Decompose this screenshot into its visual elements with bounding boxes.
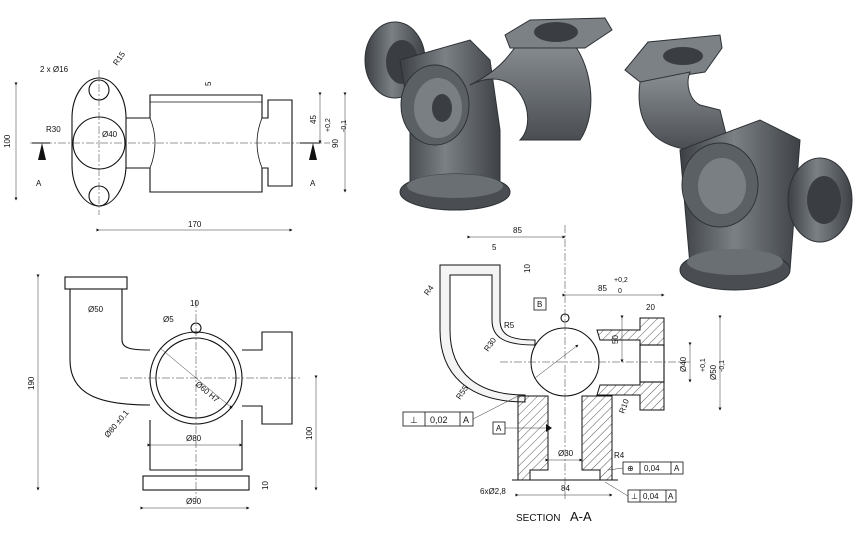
section-label-left: A xyxy=(36,179,42,188)
dim-r5-text: R5 xyxy=(504,321,515,330)
svg-text:0,04: 0,04 xyxy=(643,492,659,501)
lower-wall-left xyxy=(517,395,549,481)
datum-a-triangle xyxy=(546,424,552,432)
section-view: 85 5 10 85 +0,2 0 20 R4 R5 R30 R55 50 Ø4… xyxy=(402,225,726,524)
dim-85-right-text: 85 xyxy=(598,284,607,293)
render-right-port-inner xyxy=(698,158,746,214)
dim-d50s-minus: -0,1 xyxy=(719,360,726,372)
dim-r30-text: R30 xyxy=(482,336,498,354)
dim-100-text: 100 xyxy=(3,134,12,148)
front-view: 190 100 Ø90 Ø80 Ø50 Ø5 10 Ø60 H7 Ø80 ±0,… xyxy=(27,274,318,510)
dim-r30-text: R30 xyxy=(46,125,61,134)
elbow-inner xyxy=(121,289,151,351)
dim-90-tol-plus: +0,2 xyxy=(325,118,332,132)
dim-d60-text: Ø60 H7 xyxy=(194,380,221,405)
section-arrow-left xyxy=(38,143,46,160)
section-arrow-right xyxy=(309,143,317,160)
dim-r15-text: R15 xyxy=(111,50,127,68)
svg-text:A: A xyxy=(668,492,674,501)
dim-d50-text: Ø50 xyxy=(88,305,104,314)
fcf-position-004: ⊕ 0,04 A xyxy=(607,461,684,475)
render-isometric-left xyxy=(364,17,613,211)
dim-r4-bottom-text: R4 xyxy=(614,451,625,460)
dim-holes-text: 2 x Ø16 xyxy=(40,65,69,74)
dim-85-tol-zero: 0 xyxy=(618,288,622,295)
dim-d80-text: Ø80 xyxy=(186,434,202,443)
dim-r4-top-text: R4 xyxy=(422,283,436,297)
render-isometric-right xyxy=(624,34,853,291)
render-left-elbow xyxy=(469,39,592,141)
dim-10s-text: 10 xyxy=(523,264,532,273)
dim-50s-text: 50 xyxy=(611,335,620,344)
fcf-perpendicularity-004: ⊥ 0,04 A xyxy=(604,481,677,503)
right-pipe-wall-top xyxy=(596,317,665,346)
body-outline xyxy=(126,94,293,193)
dim-r10-text: R10 xyxy=(617,397,631,414)
render-right-top-bore xyxy=(663,47,703,65)
elbow-outer xyxy=(69,289,151,406)
svg-text:0,04: 0,04 xyxy=(644,464,660,473)
dim-5-text: 5 xyxy=(204,81,213,86)
svg-text:A: A xyxy=(674,464,680,473)
svg-text:A: A xyxy=(463,415,469,425)
datum-b-box xyxy=(533,297,547,311)
section-title-letter: A-A xyxy=(570,509,592,524)
render-right-side-bore xyxy=(807,176,841,224)
svg-text:⊥: ⊥ xyxy=(410,415,418,425)
svg-text:⊕: ⊕ xyxy=(627,464,634,473)
dim-100f-text: 100 xyxy=(305,426,314,440)
elbow-wall-outer xyxy=(439,264,536,403)
render-top-flange-bore xyxy=(534,22,578,42)
section-label-right: A xyxy=(310,179,316,188)
section-small-hole xyxy=(560,313,570,323)
d60-leader xyxy=(159,347,233,409)
top-view: A A 100 170 2 x Ø16 R15 R30 Ø40 5 45 90 … xyxy=(3,50,348,232)
dim-d90-text: Ø90 xyxy=(186,497,202,506)
svg-text:⊥: ⊥ xyxy=(631,492,638,501)
fcf-perpendicularity-002: ⊥ 0,02 A xyxy=(402,394,521,427)
dim-85-tol-plus: +0,2 xyxy=(614,277,628,284)
dim-d40-text: Ø40 xyxy=(102,130,118,139)
render-front-port-hole xyxy=(432,94,452,122)
flange-plate xyxy=(71,77,127,207)
right-pipe-bore xyxy=(639,344,665,383)
render-right-base-top xyxy=(687,249,783,275)
elbow-flange-top xyxy=(64,276,128,290)
dim-190-text: 190 xyxy=(27,376,36,390)
dim-10-text: 10 xyxy=(190,299,199,308)
dim-10f-text: 10 xyxy=(261,481,270,490)
dim-d30-text: Ø30 xyxy=(558,449,574,458)
section-title: SECTION xyxy=(516,513,560,524)
sphere-leader xyxy=(534,344,579,379)
svg-text:0,02: 0,02 xyxy=(430,415,448,425)
dim-d5-text: Ø5 xyxy=(163,315,174,324)
dim-90-tol-minus: -0,1 xyxy=(341,120,348,132)
dim-84-text: 84 xyxy=(561,484,570,493)
dim-d50s-text: Ø50 xyxy=(709,364,718,380)
body-curve-left xyxy=(149,117,156,169)
dim-d50s-plus: +0,1 xyxy=(700,358,707,372)
datum-b-label: B xyxy=(537,300,542,309)
dim-170-text: 170 xyxy=(188,220,202,229)
dim-d40s-text: Ø40 xyxy=(679,356,688,372)
lower-wall-right xyxy=(581,395,613,481)
dim-45-text: 45 xyxy=(309,115,318,124)
render-left-base-top xyxy=(407,174,503,198)
dim-holes6-text: 6xØ2,8 xyxy=(480,487,506,496)
dim-d80tol-text: Ø80 ±0,1 xyxy=(103,408,131,439)
dim-20-text: 20 xyxy=(646,303,655,312)
dim-85-top-text: 85 xyxy=(513,226,522,235)
datum-a-label: A xyxy=(496,424,502,433)
dim-90-text: 90 xyxy=(331,139,340,148)
dim-5s-text: 5 xyxy=(492,243,497,252)
